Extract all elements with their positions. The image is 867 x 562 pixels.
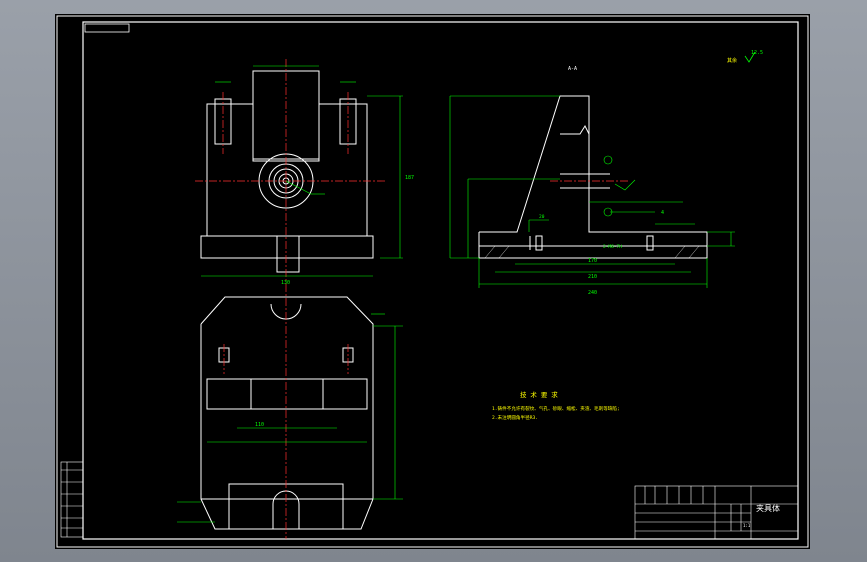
- tech-requirement-1: 1.铸件不允许有裂纹、气孔、砂眼、缩松、夹渣、毛刺等缺陷;: [492, 405, 620, 412]
- dim-angle: 20: [539, 214, 545, 220]
- corner-tag: [84, 23, 130, 33]
- svg-text:12.5: 12.5: [751, 50, 763, 56]
- section-view: [478, 95, 708, 259]
- part-name: 夹具体: [756, 503, 780, 513]
- top-view-dimensions: [177, 313, 403, 523]
- dim-height: 187: [405, 175, 414, 181]
- drawing-canvas[interactable]: 其余 12.5: [55, 14, 810, 549]
- top-view-centerlines: [223, 284, 349, 539]
- drawing-scale: 1:1: [743, 523, 751, 528]
- section-label: A-A: [568, 66, 577, 72]
- dim-base-width: 130: [281, 280, 290, 286]
- section-view-hatching: [484, 245, 700, 259]
- svg-text:其余: 其余: [727, 57, 737, 64]
- dim-mid-length: 170: [588, 258, 597, 264]
- dim-thread: 2-M8-7H: [603, 244, 622, 250]
- front-view: [200, 70, 374, 273]
- front-view-centerlines: [195, 59, 385, 284]
- section-view-dimensions: [449, 95, 735, 288]
- tech-requirement-2: 2.未注明圆角半径R3.: [492, 414, 538, 421]
- tech-requirements-heading: 技 术 要 求: [520, 390, 558, 399]
- drawing-sheet: 其余 12.5: [56, 15, 809, 548]
- dim-bottom-width: 110: [255, 422, 264, 428]
- outer-border: [56, 15, 809, 548]
- roughness-symbol: 其余 12.5: [727, 50, 763, 64]
- title-block: [634, 485, 799, 540]
- inner-border: [82, 21, 799, 540]
- dim-inner-length: 210: [588, 274, 597, 280]
- left-margin-table: [60, 461, 84, 538]
- front-view-dimensions: [201, 65, 403, 277]
- dim-small: 4: [661, 210, 664, 216]
- dim-total-length: 240: [588, 290, 597, 296]
- top-view: [200, 296, 374, 530]
